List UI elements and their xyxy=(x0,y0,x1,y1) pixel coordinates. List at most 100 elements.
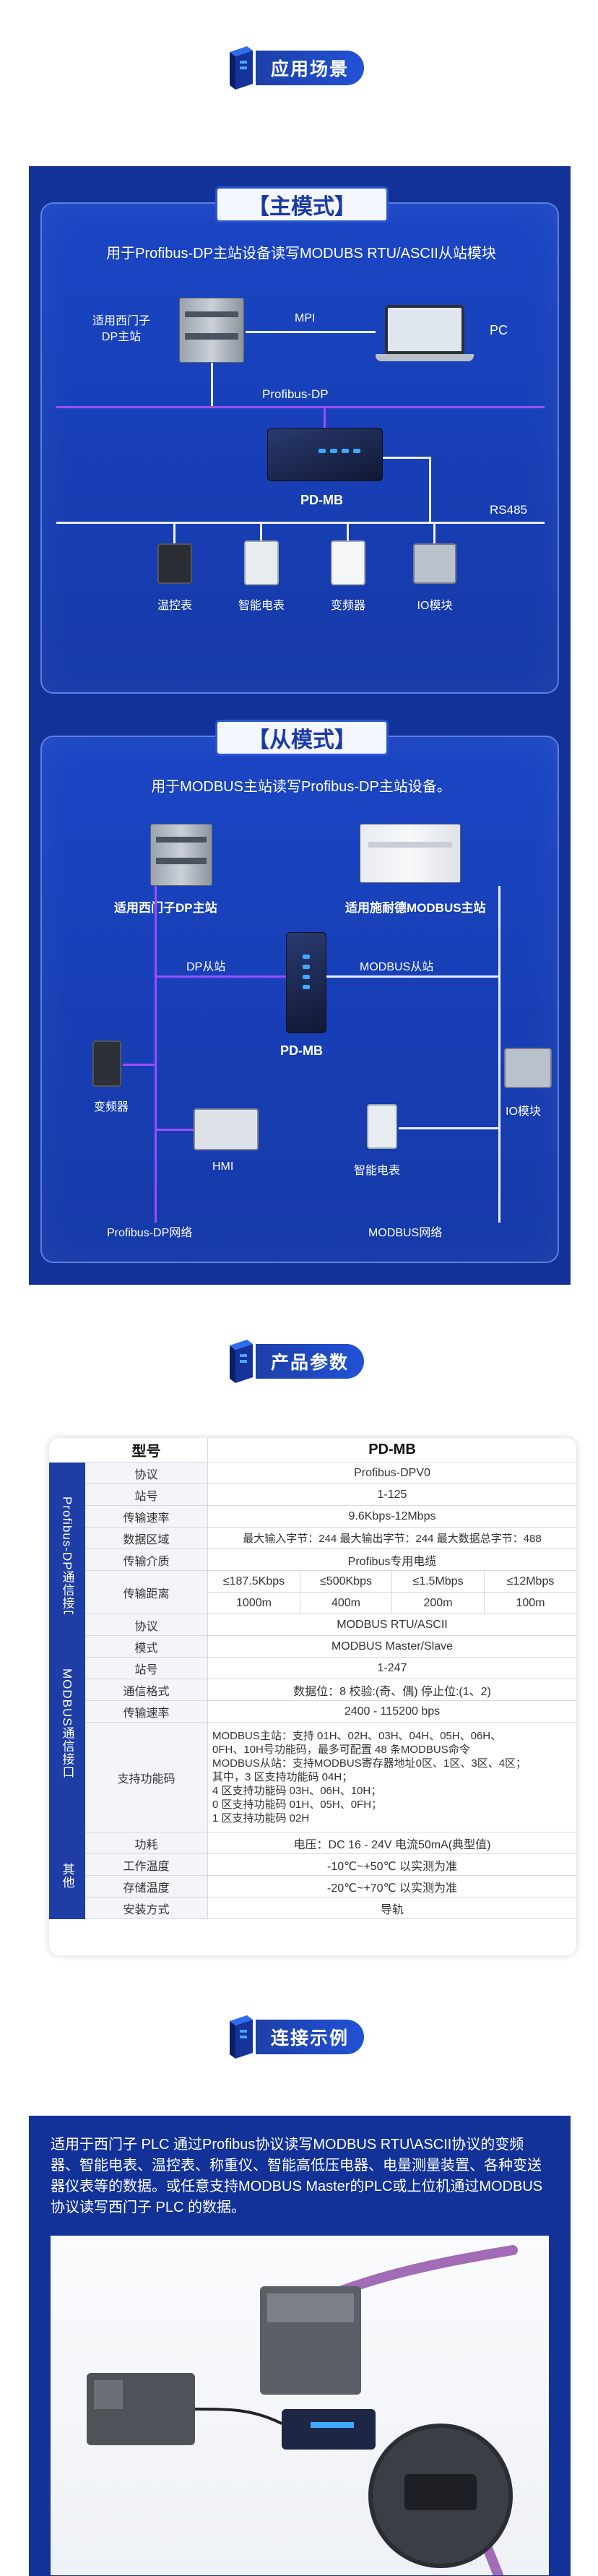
io-module-image-2 xyxy=(504,1048,552,1088)
pc-label: PC xyxy=(490,323,508,337)
drop-line-3 xyxy=(347,524,349,546)
mpi-label: MPI xyxy=(295,312,316,324)
profibus-drop-line xyxy=(324,408,326,430)
modbus-net-line xyxy=(498,886,500,1223)
siemens-plc-image xyxy=(179,298,244,363)
section-title-2: 产品参数 xyxy=(256,1344,364,1379)
drop-line-1 xyxy=(173,524,176,546)
slave-mode-box: 【从模式】 用于MODBUS主站读写Profibus-DP主站设备。 适用西门子… xyxy=(40,720,559,1263)
vfd-image xyxy=(331,540,365,585)
table-header-key: 型号 xyxy=(85,1438,208,1462)
section-badge-3: 连接示例 xyxy=(227,2014,371,2059)
device-label-temp: 温控表 xyxy=(157,600,192,612)
table-row: 工作温度-10℃~+50℃ 以实测为准 xyxy=(85,1854,576,1876)
io-label-2: IO模块 xyxy=(506,1106,541,1118)
table-row: 功耗电压：DC 16 - 24V 电流50mA(典型值) xyxy=(85,1832,576,1854)
section-header-params: 产品参数 xyxy=(0,1322,598,1395)
master-mode-desc: 用于Profibus-DP主站设备读写MODUBS RTU/ASCII从站模块 xyxy=(106,246,496,262)
connect-panel: 适用于西门子 PLC 通过Profibus协议读写MODBUS RTU\ASCI… xyxy=(29,2116,571,2576)
func-line: 其中，3 区支持功能码 04H； xyxy=(212,1771,353,1783)
siemens-plc-label-2: 适用西门子DP主站 xyxy=(114,901,217,915)
schneider-label: 适用施耐德MODBUS主站 xyxy=(345,901,486,915)
profibus-net-line xyxy=(155,886,157,1223)
hmi-image xyxy=(194,1108,259,1150)
section-badge: 应用场景 xyxy=(227,45,371,90)
scene-panel: 【主模式】 用于Profibus-DP主站设备读写MODUBS RTU/ASCI… xyxy=(29,166,571,1285)
dp-slave-line xyxy=(156,975,286,978)
func-line: MODBUS从站：支持MODBUS寄存器地址0区、1区、3区、4区； xyxy=(212,1757,527,1770)
table-row-distance: 传输距离 ≤187.5Kbps ≤500Kbps ≤1.5Mbps ≤12Mbp… xyxy=(85,1571,576,1614)
table-row: 安装方式导轨 xyxy=(85,1897,576,1919)
pd-mb-label: PD-MB xyxy=(300,493,343,507)
temp-controller-image xyxy=(157,543,192,584)
section-header-scene: 应用场景 xyxy=(0,29,598,101)
connection-illustration xyxy=(87,2245,518,2576)
mpi-line xyxy=(246,331,376,333)
section-title: 应用场景 xyxy=(256,51,364,85)
smart-meter-image xyxy=(244,540,279,585)
pd-mb-device-image xyxy=(267,428,383,481)
master-mode-box: 【主模式】 用于Profibus-DP主站设备读写MODUBS RTU/ASCI… xyxy=(40,186,559,694)
rs485-link-line xyxy=(383,457,430,459)
group-modbus: MODBUS通信接口 xyxy=(49,1614,85,1832)
section-header-connect: 连接示例 xyxy=(0,1998,598,2070)
func-line: 4 区支持功能码 03H、06H、10H； xyxy=(212,1785,382,1797)
profibus-bus-line xyxy=(56,406,545,408)
siemens-plc-label: 适用西门子 DP主站 xyxy=(92,315,151,343)
vfd-label-2: 变频器 xyxy=(94,1101,129,1113)
siemens-plc-image-2 xyxy=(150,824,212,886)
group-other: 其他 xyxy=(49,1832,85,1919)
func-line: MODBUS主站：支持 01H、02H、03H、04H、05H、06H、 xyxy=(212,1730,502,1742)
rs485-bus-line xyxy=(56,522,545,524)
func-line: 0FH、10H号功能码，最多可配置 48 条MODBUS命令 xyxy=(212,1744,470,1756)
master-mode-title: 【主模式】 xyxy=(215,186,389,223)
io-module-image xyxy=(413,543,456,584)
hmi-link xyxy=(156,1129,194,1131)
vfd-link xyxy=(123,1064,156,1066)
rs485-drop-line xyxy=(429,457,431,523)
table-corner xyxy=(49,1438,85,1463)
pd-mb-label-2: PD-MB xyxy=(280,1043,323,1058)
table-row: 数据区域最大输入字节：244 最大输出字节：244 最大数据总字节：488 xyxy=(85,1528,576,1549)
profibus-net-label: Profibus-DP网络 xyxy=(107,1227,193,1239)
meter-label-2: 智能电表 xyxy=(354,1165,401,1177)
pc-laptop-image xyxy=(385,305,464,354)
pd-mb-device-image-2 xyxy=(286,932,326,1033)
table-row: 通信格式数据位：8 校验:(奇、偶) 停止位:(1、2) xyxy=(85,1679,576,1701)
device-label-vfd: 变频器 xyxy=(330,600,365,612)
section-badge-2: 产品参数 xyxy=(227,1338,371,1383)
modbus-net-label: MODBUS网络 xyxy=(368,1227,443,1239)
table-row: 存储温度-20℃~+70℃ 以实测为准 xyxy=(85,1876,576,1897)
dp-slave-label: DP从站 xyxy=(186,961,226,973)
drop-line-2 xyxy=(260,524,262,546)
func-line: 0 区支持功能码 01H、05H、0FH； xyxy=(212,1799,383,1811)
connection-photo xyxy=(51,2236,549,2576)
hmi-label: HMI xyxy=(212,1160,234,1173)
vfd-image-2 xyxy=(92,1041,121,1087)
device-label-io: IO模块 xyxy=(417,600,453,612)
schneider-plc-image xyxy=(360,824,461,883)
device-label-meter: 智能电表 xyxy=(238,600,285,612)
cube-icon xyxy=(230,46,253,90)
rs485-label: RS485 xyxy=(490,503,527,517)
section-title-3: 连接示例 xyxy=(256,2020,364,2054)
cube-icon xyxy=(230,2015,253,2059)
connect-description: 适用于西门子 PLC 通过Profibus协议读写MODBUS RTU\ASCI… xyxy=(51,2137,543,2215)
drop-line-4 xyxy=(433,524,436,546)
table-header-val: PD-MB xyxy=(368,1442,416,1457)
modbus-slave-line xyxy=(326,975,500,978)
table-header-row: 型号 PD-MB xyxy=(85,1438,576,1463)
slave-mode-desc: 用于MODBUS主站读写Profibus-DP主站设备。 xyxy=(151,779,451,795)
profibus-label: Profibus-DP xyxy=(262,387,329,401)
plc-drop-line xyxy=(211,363,213,408)
slave-mode-title: 【从模式】 xyxy=(215,720,389,756)
